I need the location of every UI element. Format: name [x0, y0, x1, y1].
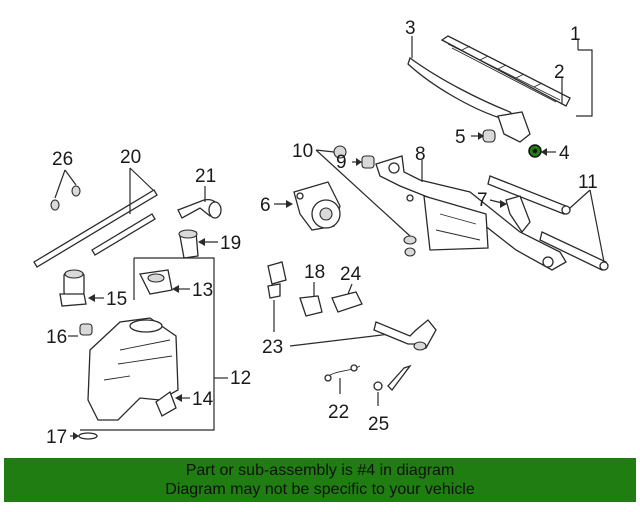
callout-14: 14: [192, 389, 214, 410]
callout-7: 7: [477, 190, 488, 211]
callout-9: 9: [336, 152, 347, 173]
pad-14: [155, 390, 190, 417]
cap-19: [178, 229, 218, 259]
nut-10: [315, 145, 417, 257]
callout-19: 19: [220, 233, 241, 254]
linkage-8: [375, 155, 567, 271]
callout-15: 15: [106, 289, 127, 310]
rods-11: [487, 175, 609, 271]
callout-18: 18: [304, 262, 325, 283]
reservoir-box-12: [80, 257, 228, 431]
info-banner: Part or sub-assembly is #4 in diagram Di…: [4, 458, 636, 502]
callout-1: 1: [570, 24, 581, 45]
callout-1-bracket: [576, 40, 593, 117]
callout-16: 16: [46, 327, 67, 348]
motor-6: [274, 181, 341, 231]
hose-22: [324, 364, 361, 394]
callout-17: 17: [46, 427, 67, 448]
callout-21: 21: [195, 166, 216, 187]
callout-10: 10: [292, 141, 313, 162]
seal-17: [70, 432, 98, 440]
nut-4-highlighted: [528, 144, 556, 158]
banner-line-1: Part or sub-assembly is #4 in diagram: [185, 462, 455, 479]
callout-6: 6: [260, 195, 271, 216]
callout-12: 12: [230, 368, 251, 389]
callout-numbers: 1 2 3 4 5 6 7 8 9 10 11 12 13 14 15 16 1…: [46, 18, 598, 448]
hose-25: [373, 364, 412, 406]
bracket-7: [489, 195, 531, 234]
callout-4: 4: [559, 143, 570, 164]
wiper-rods-20: [33, 167, 158, 268]
callout-22: 22: [328, 402, 349, 423]
callout-13: 13: [192, 280, 213, 301]
callout-5: 5: [455, 127, 466, 148]
nozzle-18: [299, 282, 323, 317]
reservoir-tank: [87, 317, 179, 421]
grommet-9: [352, 155, 375, 169]
clips-26: [50, 169, 81, 211]
cap-5: [471, 129, 496, 143]
bracket-13: [139, 269, 190, 295]
callout-20: 20: [120, 147, 141, 168]
nozzle-24: [331, 283, 363, 313]
hose-21: [177, 186, 222, 219]
callout-23: 23: [262, 337, 283, 358]
callout-8: 8: [415, 144, 426, 165]
grommet-16: [68, 323, 93, 337]
callout-24: 24: [340, 264, 362, 285]
banner-line-2: Diagram may not be specific to your vehi…: [165, 481, 475, 498]
hose-assembly-23: [373, 319, 437, 351]
callout-2: 2: [554, 62, 565, 83]
callout-26: 26: [52, 149, 73, 170]
diagram-drawing: 1 2 3 4 5 6 7 8 9 10 11 12 13 14 15 16 1…: [33, 18, 609, 448]
wiper-blade-assembly: [407, 35, 571, 143]
callout-3: 3: [405, 18, 416, 39]
callout-11: 11: [578, 172, 598, 193]
nozzle-23: [267, 261, 391, 347]
pump-15: [59, 269, 104, 307]
callout-25: 25: [368, 414, 389, 435]
